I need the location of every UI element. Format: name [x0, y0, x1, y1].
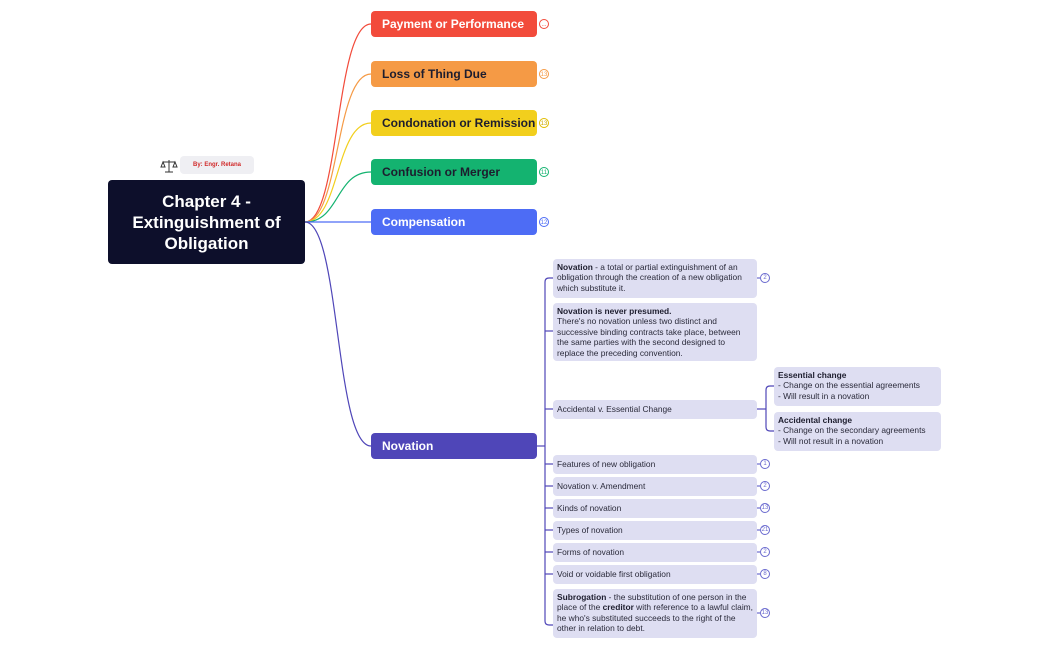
subtopic-features-of-new-obligation[interactable]: Features of new obligation	[553, 455, 757, 474]
collapse-badge[interactable]: 11	[539, 167, 549, 177]
leaf-accidental-change[interactable]: Accidental change - Change on the second…	[774, 412, 941, 451]
author-tag: By: Engr. Retana	[180, 156, 254, 174]
topic-loss-of-thing-due[interactable]: Loss of Thing Due	[371, 61, 537, 87]
collapse-badge[interactable]: 13	[760, 608, 770, 618]
subtopic-accidental-v-essential[interactable]: Accidental v. Essential Change	[553, 400, 757, 419]
subtopic-subrogation[interactable]: Subrogation - the substitution of one pe…	[553, 589, 757, 638]
collapse-badge[interactable]: 13	[539, 69, 549, 79]
collapse-badge[interactable]: 13	[760, 503, 770, 513]
topic-payment-or-performance[interactable]: Payment or Performance	[371, 11, 537, 37]
leaf-essential-change[interactable]: Essential change - Change on the essenti…	[774, 367, 941, 406]
collapse-badge[interactable]: 2	[760, 481, 770, 491]
collapse-badge[interactable]: ...	[539, 19, 549, 29]
subtopic-forms-of-novation[interactable]: Forms of novation	[553, 543, 757, 562]
subtopic-novation-v-amendment[interactable]: Novation v. Amendment	[553, 477, 757, 496]
collapse-badge[interactable]: 12	[539, 217, 549, 227]
topic-compensation[interactable]: Compensation	[371, 209, 537, 235]
collapse-badge[interactable]: 2	[760, 547, 770, 557]
collapse-badge[interactable]: 8	[760, 569, 770, 579]
subtopic-void-or-voidable[interactable]: Void or voidable first obligation	[553, 565, 757, 584]
subtopic-never-presumed[interactable]: Novation is never presumed.There's no no…	[553, 303, 757, 361]
topic-confusion-or-merger[interactable]: Confusion or Merger	[371, 159, 537, 185]
collapse-badge[interactable]: 2	[760, 273, 770, 283]
collapse-badge[interactable]: 1	[760, 459, 770, 469]
topic-condonation-or-remission[interactable]: Condonation or Remission	[371, 110, 537, 136]
subtopic-novation-definition[interactable]: Novation - a total or partial extinguish…	[553, 259, 757, 298]
collapse-badge[interactable]: 21	[760, 525, 770, 535]
scale-icon	[160, 158, 178, 174]
subtopic-types-of-novation[interactable]: Types of novation	[553, 521, 757, 540]
collapse-badge[interactable]: 13	[539, 118, 549, 128]
subtopic-kinds-of-novation[interactable]: Kinds of novation	[553, 499, 757, 518]
root-topic[interactable]: Chapter 4 - Extinguishment of Obligation	[108, 180, 305, 264]
topic-novation[interactable]: Novation	[371, 433, 537, 459]
